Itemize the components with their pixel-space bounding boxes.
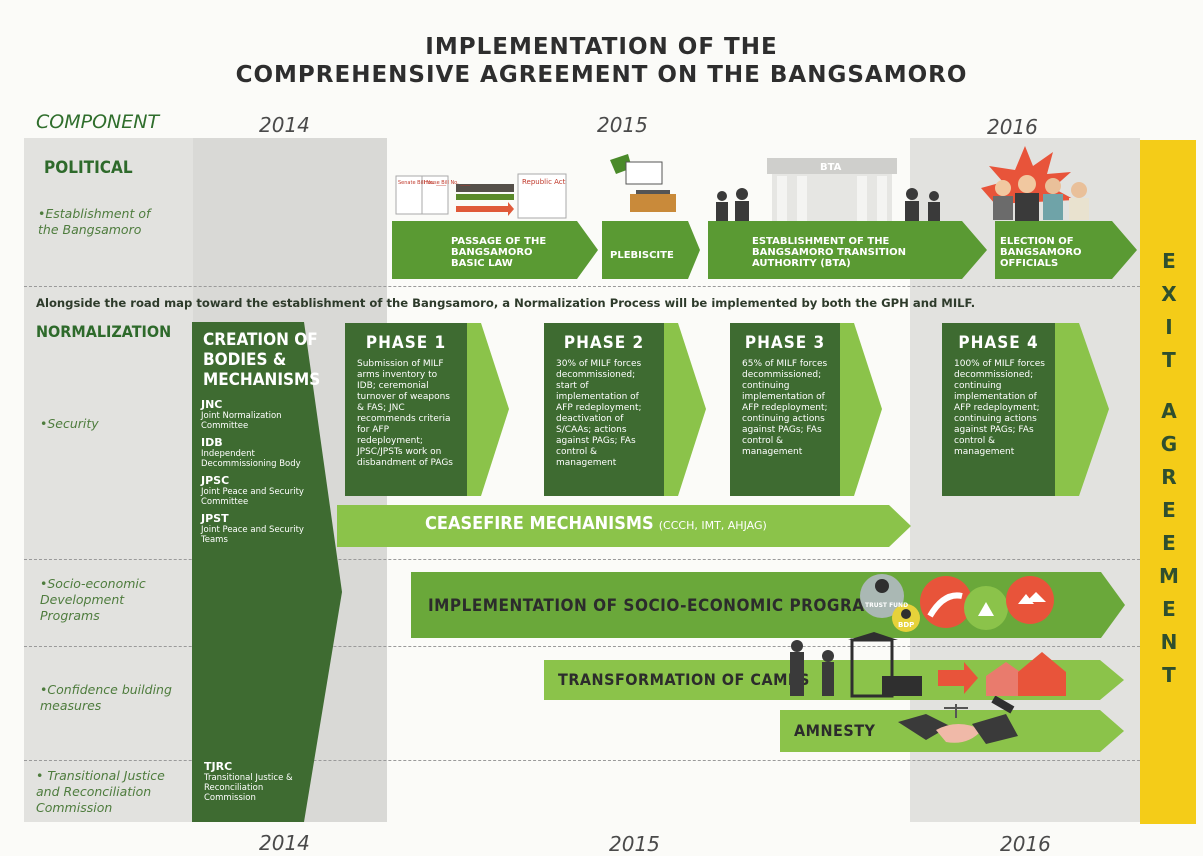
creation-bodies-shape: [192, 322, 342, 822]
step-establishment-bta: ESTABLISHMENT OF THE BANGSAMORO TRANSITI…: [752, 236, 906, 269]
socio-program-icons: [860, 574, 1054, 632]
bdp-label: BDP: [898, 621, 915, 629]
step-passage-bbl: PASSAGE OF THE BANGSAMORO BASIC LAW: [451, 236, 547, 269]
phase-2-text: 30% of MILF forces decommissioned; start…: [556, 359, 642, 468]
body-jpsc-abbr: JPSC: [201, 474, 230, 487]
body-jpst-abbr: JPST: [201, 512, 229, 525]
phase-1-title: PHASE 1: [365, 333, 447, 353]
tjrc-abbr: TJRC: [204, 760, 233, 773]
exit-letter: E: [1162, 531, 1176, 555]
phase-3-text: 65% of MILF forces decommissioned; conti…: [742, 359, 828, 457]
ballot-box-icon: [610, 154, 676, 212]
exit-letter: R: [1161, 465, 1177, 489]
phase-2-block: PHASE 2 30% of MILF forces decommissione…: [544, 323, 664, 496]
body-jnc-name: Joint Normalization Committee: [201, 411, 282, 431]
exit-letter: E: [1162, 249, 1176, 273]
bta-building-sign: BTA: [820, 162, 842, 173]
house-bill-label: House Bill No. ____: [424, 180, 471, 186]
page-title-line-2: COMPREHENSIVE AGREEMENT ON THE BANGSAMOR…: [235, 62, 968, 88]
body-idb-abbr: IDB: [201, 436, 223, 449]
phase-3-block: PHASE 3 65% of MILF forces decommissione…: [730, 323, 840, 496]
phase-4-title: PHASE 4: [958, 333, 1039, 353]
trust-fund-label: TRUST FUND: [865, 602, 909, 609]
year-2015-top: 2015: [597, 113, 648, 137]
normalization-note: Alongside the road map toward the establ…: [36, 296, 976, 310]
creation-title: CREATION OF BODIES & MECHANISMS: [203, 330, 321, 390]
political-heading: POLITICAL: [44, 158, 133, 178]
phase-4-block: PHASE 4 100% of MILF forces decommission…: [942, 323, 1055, 496]
component-header: COMPONENT: [36, 111, 160, 133]
tjrc-block: TJRC Transitional Justice & Reconciliati…: [204, 760, 304, 803]
component-column-bg: [24, 138, 193, 822]
divider-security: [24, 559, 1140, 560]
phase-4-text: 100% of MILF forces decommissioned; cont…: [954, 359, 1045, 457]
phase-2-title: PHASE 2: [563, 333, 645, 353]
exit-letter: M: [1159, 564, 1179, 588]
political-arrow-track: [392, 221, 1137, 279]
exit-letter: I: [1165, 315, 1173, 339]
page-title-line-1: IMPLEMENTATION OF THE: [425, 34, 778, 60]
body-jpsc-name: Joint Peace and Security Committee: [201, 487, 304, 507]
exit-letter: N: [1160, 630, 1178, 654]
ceasefire-label: CEASEFIRE MECHANISMS: [425, 513, 654, 534]
ceasefire-label-wrap: CEASEFIRE MECHANISMS (CCCH, IMT, AHJAG): [425, 513, 767, 534]
year-2016-bottom: 2016: [1000, 832, 1051, 856]
exit-letter: T: [1162, 348, 1176, 372]
creation-bodies-list: JNC Joint Normalization Committee IDB In…: [201, 398, 321, 545]
ceasefire-sub: (CCCH, IMT, AHJAG): [658, 519, 767, 532]
exit-letter: T: [1162, 663, 1176, 687]
step-election-officials: ELECTION OF BANGSAMORO OFFICIALS: [1000, 236, 1082, 269]
tjrc-name: Transitional Justice & Reconciliation Co…: [204, 773, 293, 803]
row-label-establishment: •Establishment of the Bangsamoro: [38, 206, 151, 237]
year-2014-bottom: 2014: [259, 831, 310, 855]
bta-building-illustration: BTA: [716, 158, 940, 222]
amnesty-label: AMNESTY: [794, 721, 876, 740]
camps-illustration: [790, 632, 1066, 698]
senate-bill-label: Senate Bill No. ____: [398, 180, 447, 186]
phase-2-arrow: [664, 323, 706, 496]
exit-letter: E: [1162, 597, 1176, 621]
row-label-justice: • Transitional Justice and Reconciliatio…: [36, 768, 165, 815]
row-label-confidence: •Confidence building measures: [40, 682, 172, 713]
year-2014-top: 2014: [259, 113, 310, 137]
ceasefire-arrow: [337, 505, 911, 547]
divider-political: [24, 286, 1140, 287]
row-label-security: •Security: [40, 416, 99, 431]
body-idb-name: Independent Decommissioning Body: [201, 449, 301, 469]
row-label-socio: •Socio-economic Development Programs: [40, 576, 146, 623]
normalization-heading: NORMALIZATION: [36, 322, 172, 341]
body-jpst-name: Joint Peace and Security Teams: [201, 525, 304, 545]
year-2015-bottom: 2015: [609, 832, 660, 856]
phase-4-arrow: [1055, 323, 1109, 496]
step-plebiscite: PLEBISCITE: [610, 250, 674, 261]
exit-letter: A: [1161, 399, 1177, 423]
socio-programs-label: IMPLEMENTATION OF SOCIO-ECONOMIC PROGRAM…: [428, 596, 892, 616]
exit-letter: [1140, 377, 1198, 395]
exit-letter: X: [1161, 282, 1177, 306]
phase-1-arrow: [467, 323, 509, 496]
body-jnc-abbr: JNC: [201, 398, 223, 411]
transformation-camps-label: TRANSFORMATION OF CAMPS: [558, 670, 810, 689]
election-officials-illustration: [981, 146, 1089, 221]
bills-illustration: Senate Bill No. ____ House Bill No. ____…: [395, 173, 567, 219]
phase-1-text: Submission of MILF arms inventory to IDB…: [357, 359, 453, 468]
phase-3-title: PHASE 3: [744, 333, 826, 353]
amnesty-handshake-icon: [898, 696, 1018, 744]
phase-3-arrow: [840, 323, 882, 496]
phase-1-block: PHASE 1 Submission of MILF arms inventor…: [345, 323, 467, 496]
divider-socio: [24, 646, 1140, 647]
exit-letter: G: [1160, 432, 1178, 456]
exit-letter: E: [1162, 498, 1176, 522]
year-2016-top: 2016: [987, 115, 1038, 139]
divider-confidence: [24, 760, 1140, 761]
republic-act-label: Republic Act: [522, 178, 566, 186]
